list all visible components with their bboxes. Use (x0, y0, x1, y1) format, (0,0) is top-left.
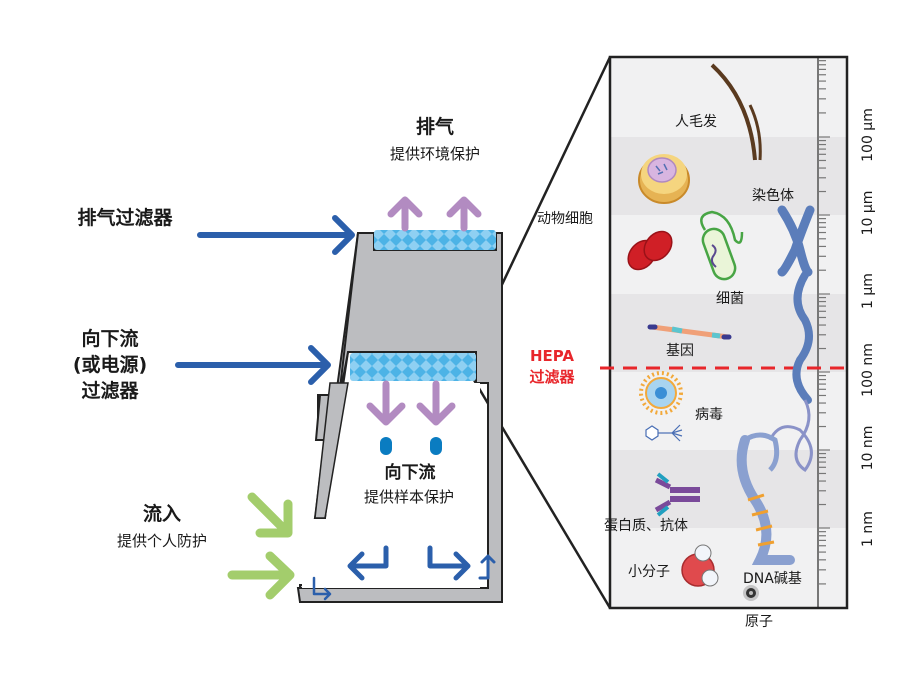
exhaust-arrow-1 (387, 196, 423, 232)
inflow-arrow-diagonal (247, 492, 293, 538)
exhaust-subtitle: 提供环境保护 (389, 145, 480, 163)
bacteriophage-icon (645, 424, 683, 442)
downflow-filter (350, 353, 476, 381)
flow-arrow-up (478, 554, 496, 580)
airflow-drop-1 (380, 437, 392, 455)
biosafety-cabinet (296, 230, 503, 603)
band-1 (610, 57, 847, 137)
unit-1nm: 1 nm (860, 511, 876, 547)
exhaust-filter (374, 230, 496, 250)
band-5 (610, 372, 847, 450)
downflow-subtitle: 提供样本保护 (363, 488, 454, 506)
downflow-filter-pointer (175, 345, 331, 385)
pointer-arrows (175, 215, 355, 385)
exhaust-airflow-arrows (387, 196, 482, 232)
ruler-ticks (818, 56, 830, 585)
flow-arrow-front (312, 576, 332, 601)
antibody-icon (654, 472, 700, 517)
red-blood-cell-icon (627, 230, 673, 271)
inflow-title: 流入 (142, 503, 181, 525)
label-hair: 人毛发 (675, 114, 717, 130)
small-molecule-icon (681, 544, 719, 587)
unit-10um: 10 µm (860, 190, 876, 236)
airflow-drop-2 (430, 437, 442, 455)
chromosome-icon (768, 205, 815, 473)
flow-arrow-right (427, 545, 471, 581)
inflow-arrow-horizontal (227, 551, 295, 600)
atom-icon (743, 585, 759, 601)
inflow-subtitle: 提供个人防护 (116, 532, 207, 550)
unit-1um: 1 µm (860, 273, 876, 309)
label-dna-base: DNA碱基 (743, 571, 802, 587)
downflow-arrow-1 (366, 380, 406, 426)
band-7 (610, 528, 847, 608)
band-6 (610, 450, 847, 528)
bacteria-icon (700, 210, 744, 281)
downflow-arrow-2 (416, 380, 456, 426)
downflow-filter-label-line1: 向下流 (81, 328, 139, 350)
downflow-title: 向下流 (384, 463, 436, 483)
exhaust-arrow-2 (446, 196, 482, 232)
work-area (330, 383, 480, 585)
hepa-label-line1: HEPA (529, 347, 575, 365)
hair-icon (710, 63, 762, 161)
label-protein: 蛋白质、抗体 (604, 518, 688, 534)
virus-icon (639, 371, 683, 415)
downflow-filter-label-line3: 过滤器 (81, 380, 139, 402)
exhaust-filter-pointer (197, 215, 355, 255)
exhaust-filter-label: 排气过滤器 (77, 207, 173, 229)
label-small-molecule: 小分子 (628, 564, 670, 580)
label-chromosome: 染色体 (752, 188, 794, 204)
downflow-airflow-arrows (366, 380, 456, 426)
flow-arrow-left (347, 545, 389, 581)
sash (314, 382, 349, 519)
exhaust-title: 排气 (415, 116, 454, 138)
unit-100nm: 100 nm (860, 343, 876, 397)
label-bacteria: 细菌 (716, 291, 744, 307)
gene-icon (647, 324, 732, 340)
label-animal-cell: 动物细胞 (537, 211, 593, 227)
label-virus: 病毒 (695, 407, 723, 423)
hepa-label-line2: 过滤器 (529, 368, 575, 386)
animal-cell-icon (638, 154, 690, 204)
label-gene: 基因 (666, 343, 694, 359)
label-atom: 原子 (745, 614, 773, 630)
scale-panel-border (608, 55, 849, 610)
downflow-filter-label-line2: (或电源) (72, 354, 148, 376)
unit-100um: 100 µm (860, 108, 876, 162)
unit-10nm: 10 nm (860, 425, 876, 471)
dna-helix-icon (736, 432, 795, 565)
bottom-flow-arrows (312, 545, 496, 601)
inflow-arrows (227, 492, 295, 600)
